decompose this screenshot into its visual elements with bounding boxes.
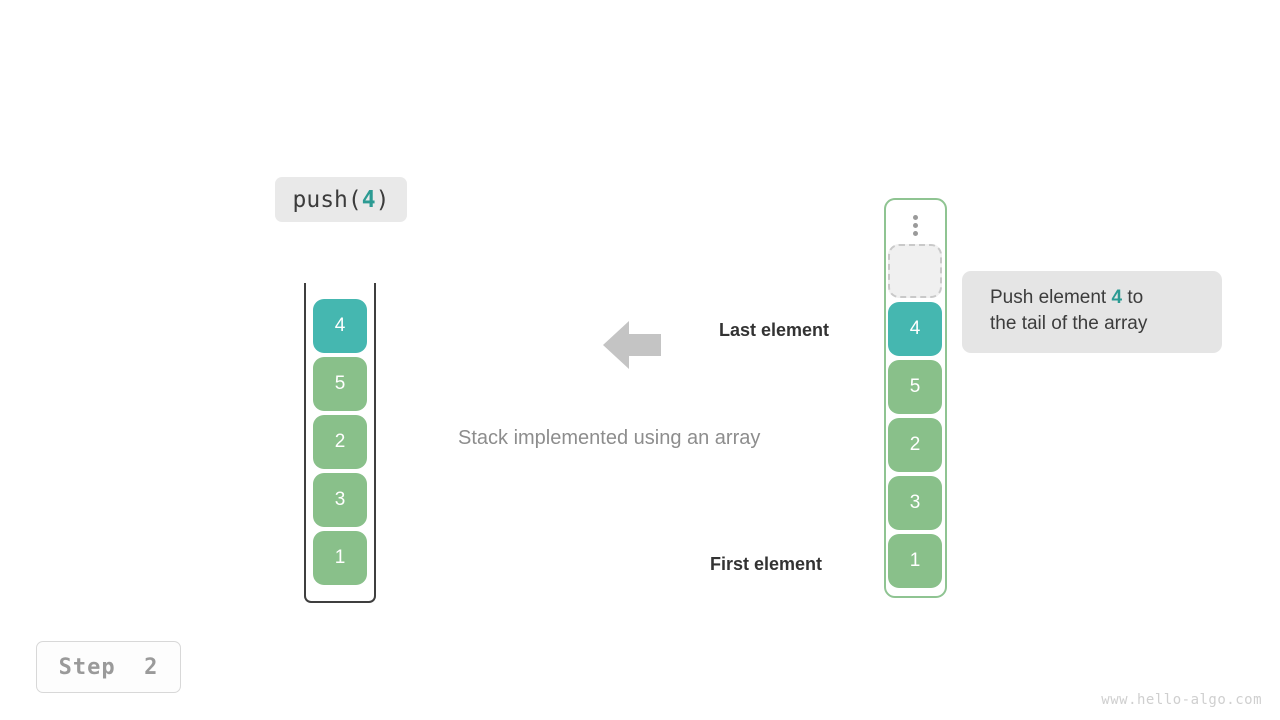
stack-cell: 4 [313, 299, 367, 353]
operation-suffix: ) [375, 186, 390, 213]
array-cell: 5 [888, 360, 942, 414]
first-element-label: First element [710, 554, 823, 574]
tooltip-line1-prefix: Push element [990, 287, 1112, 308]
tooltip-line2: the tail of the array [990, 313, 1148, 335]
operation-value: 4 [361, 186, 376, 213]
left-arrow-icon [603, 321, 661, 369]
array-cell: 4 [888, 302, 942, 356]
diagram-caption: Stack implemented using an array [458, 427, 761, 449]
array-empty-slot [888, 244, 942, 298]
array-visualization: 4 5 2 3 1 [884, 198, 947, 598]
vertical-ellipsis-icon [884, 208, 947, 242]
stack-cell-list: 4 5 2 3 1 [313, 299, 367, 589]
array-cell: 3 [888, 476, 942, 530]
tooltip-line1-value: 4 [1111, 287, 1123, 308]
step-badge: Step 2 [36, 641, 181, 693]
array-container-outline [884, 198, 947, 598]
stack-cell: 3 [313, 473, 367, 527]
array-cell: 1 [888, 534, 942, 588]
annotation-tooltip: Push element 4 to the tail of the array [962, 271, 1222, 353]
tooltip-line1-suffix: to [1122, 287, 1144, 308]
watermark: www.hello-algo.com [1101, 692, 1262, 708]
stack-container-outline [304, 283, 376, 603]
array-cell-list: 4 5 2 3 1 [888, 244, 942, 592]
stack-cell: 2 [313, 415, 367, 469]
last-element-label: Last element [719, 320, 830, 340]
stack-visualization: 4 5 2 3 1 [304, 283, 376, 603]
array-cell: 2 [888, 418, 942, 472]
operation-label: push(4) [275, 177, 407, 222]
stack-cell: 1 [313, 531, 367, 585]
operation-prefix: push( [292, 186, 362, 213]
stack-cell: 5 [313, 357, 367, 411]
